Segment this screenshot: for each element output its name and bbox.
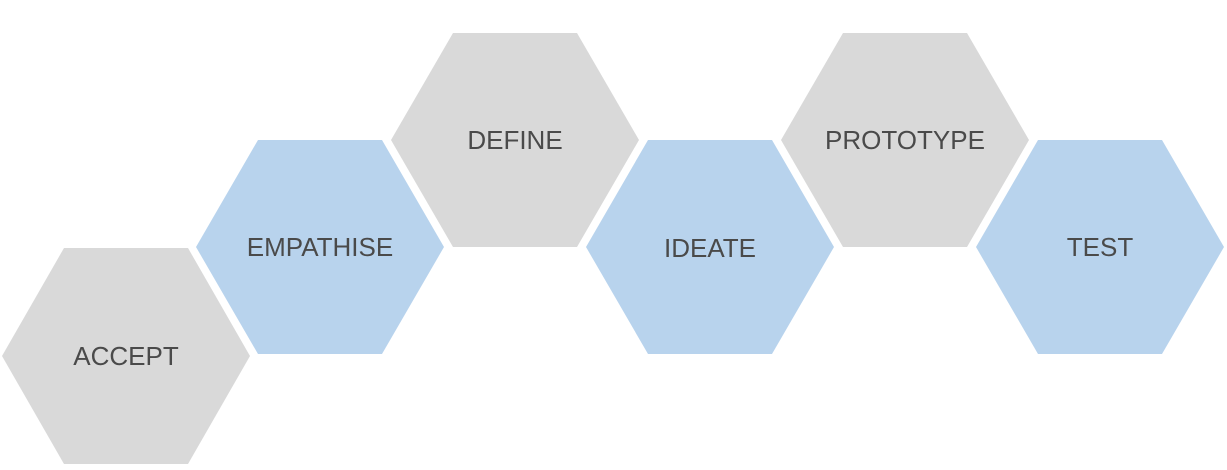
hex-label-ideate: IDEATE xyxy=(664,233,756,263)
hex-label-prototype: PROTOTYPE xyxy=(825,125,985,155)
hexagon-shape-accept xyxy=(2,248,250,464)
hexagon-shape-define xyxy=(391,33,639,247)
hex-step-ideate: IDEATE xyxy=(586,140,834,354)
hex-label-test: TEST xyxy=(1067,232,1134,262)
hexagon-shape-test xyxy=(976,140,1224,354)
hex-step-accept: ACCEPT xyxy=(2,248,250,464)
hex-step-empathise: EMPATHISE xyxy=(196,140,444,354)
hexagon-shape-ideate xyxy=(586,140,834,354)
hex-label-accept: ACCEPT xyxy=(73,341,179,371)
hexagon-shape-empathise xyxy=(196,140,444,354)
hex-label-empathise: EMPATHISE xyxy=(247,232,393,262)
hex-step-test: TEST xyxy=(976,140,1224,354)
hex-label-define: DEFINE xyxy=(467,125,562,155)
hex-step-define: DEFINE xyxy=(391,33,639,247)
hexagon-shape-prototype xyxy=(781,33,1029,247)
hex-step-prototype: PROTOTYPE xyxy=(781,33,1029,247)
